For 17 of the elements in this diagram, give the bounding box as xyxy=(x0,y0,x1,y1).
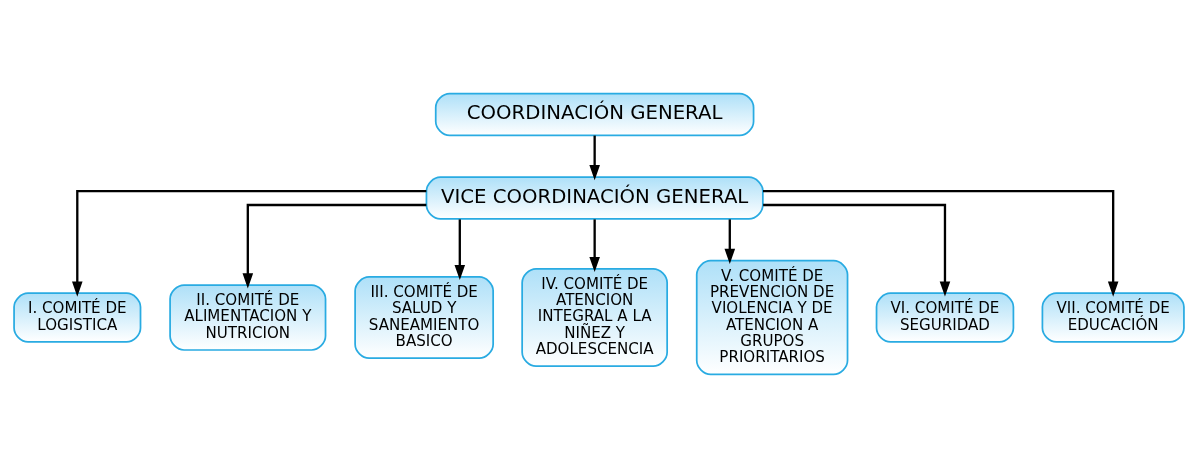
node-box: VII. COMITÉ DE EDUCACIÓN xyxy=(1041,291,1185,343)
arrow xyxy=(589,135,600,180)
arrow xyxy=(724,218,736,264)
node-box: VICE COORDINACIÓN GENERAL xyxy=(425,175,764,220)
arrow xyxy=(454,218,466,280)
arrow xyxy=(763,203,951,297)
node-box: COORDINACIÓN GENERAL xyxy=(434,92,755,136)
arrow xyxy=(589,218,600,272)
node-box: III. COMITÉ DE SALUD Y SANEAMIENTO BASICO xyxy=(354,275,494,359)
arrow xyxy=(72,189,427,297)
arrow xyxy=(763,189,1119,297)
node-box: VI. COMITÉ DE SEGURIDAD xyxy=(875,291,1015,343)
node-box: II. COMITÉ DE ALIMENTACION Y NUTRICION xyxy=(169,283,327,351)
node-box: V. COMITÉ DE PREVENCION DE VIOLENCIA Y DE ATENCION A GRUPOS PRIORITARIOS xyxy=(695,259,849,375)
node-box: I. COMITÉ DE LOGISTICA xyxy=(13,291,142,343)
node-box: IV. COMITÉ DE ATENCION INTEGRAL A LA NIÑEZ Y ADOLESCENCIA xyxy=(521,267,668,367)
arrow xyxy=(242,203,427,288)
